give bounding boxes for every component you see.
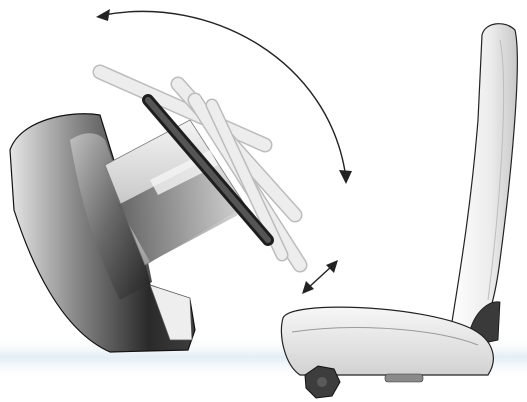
- adjustment-knob: [305, 366, 340, 398]
- seat-backrest: [450, 24, 517, 345]
